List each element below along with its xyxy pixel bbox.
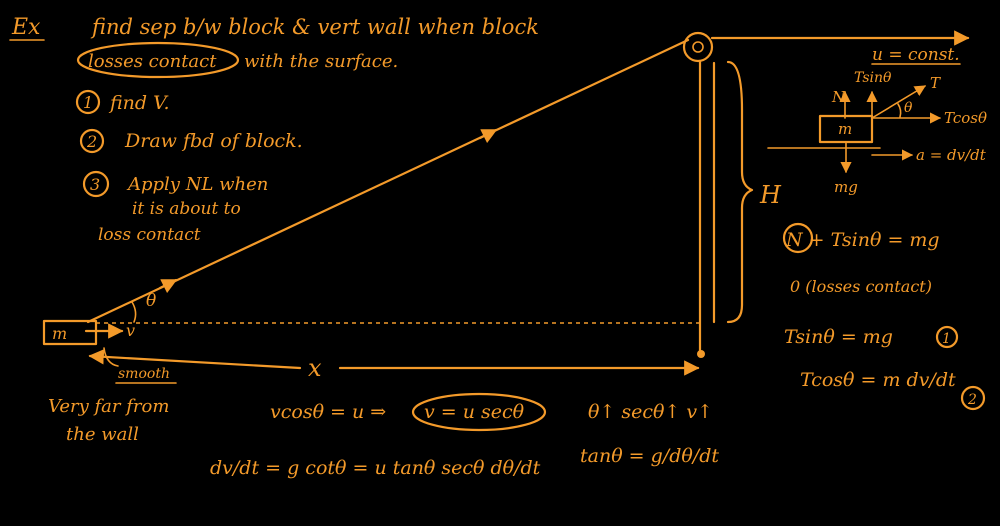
step-3-cont-2: loss contact (98, 225, 201, 245)
step-3-num: 3 (90, 175, 100, 194)
step-1-circle (75, 89, 101, 115)
block-mass-label: m (52, 324, 67, 343)
smooth-label: smooth (118, 366, 170, 382)
eq-tan: tanθ = g/dθ/dt (580, 445, 719, 467)
eq-dvdt: dv/dt = g cotθ = u tanθ secθ dθ/dt (210, 457, 541, 479)
u-const-label: u = const. (872, 45, 960, 65)
eq-vcos: vcosθ = u ⇒ (270, 401, 386, 423)
fbd-mg-label: mg (834, 178, 858, 196)
v-result-circle (411, 392, 547, 432)
fbd-tcos-label: Tcosθ (944, 109, 987, 127)
fbd-mass-label: m (838, 120, 852, 138)
velocity-label: v (126, 321, 135, 340)
eq-1-tag: 1 (942, 331, 951, 347)
step-1-text: find V. (108, 92, 170, 114)
eq-1-tag-circle (935, 325, 959, 349)
fbd-tension-arrow (871, 85, 926, 119)
smooth-pointer (103, 347, 119, 367)
angle-arc (131, 301, 137, 323)
eq-increase: θ↑ secθ↑ v↑ (588, 401, 713, 423)
step-2-num: 2 (86, 132, 97, 151)
eq-2: Tcosθ = m dv/dt (800, 369, 956, 391)
n-highlight-circle (782, 222, 814, 254)
fbd-theta-label: θ (904, 100, 913, 116)
x-label: x (308, 354, 322, 382)
example-prefix: Ex (11, 15, 41, 40)
eq-n-balance: N + Tsinθ = mg (785, 229, 940, 251)
step-3-cont-1: it is about to (132, 199, 241, 219)
eq-2-tag: 2 (967, 392, 977, 408)
pulley-axle (692, 41, 704, 53)
eq-v-result: v = u secθ (424, 401, 525, 423)
rope-arrow-lower (158, 278, 178, 294)
angle-label: θ (146, 291, 156, 311)
rope (86, 38, 690, 324)
step-3-circle (82, 170, 110, 198)
fbd-accel-label: a = dv/dt (916, 146, 987, 164)
step-1-num: 1 (83, 93, 93, 112)
x-arrow-left (88, 349, 302, 370)
step-3-text: Apply NL when (126, 174, 268, 195)
fbd-tsin-label: Tsinθ (854, 70, 892, 86)
eq-2-tag-circle (960, 385, 986, 411)
step-2-circle (79, 128, 105, 154)
wall-base-dot (697, 350, 705, 358)
step-2-text: Draw fbd of block. (124, 130, 303, 152)
height-brace (726, 60, 754, 324)
title-line-2: with the surface. (244, 51, 398, 72)
eq-1: Tsinθ = mg (784, 326, 893, 348)
height-label: H (759, 181, 782, 209)
far-note-2: the wall (66, 424, 139, 445)
fbd-n-label: N (831, 88, 846, 106)
title-line-1: find sep b/w block & vert wall when bloc… (90, 15, 539, 39)
pulley (682, 31, 714, 63)
zero-note: 0 (losses contact) (790, 277, 932, 296)
far-note-1: Very far from (48, 396, 169, 417)
losses-contact-circle (76, 41, 240, 79)
fbd-angle-arc (897, 103, 902, 118)
block (42, 319, 98, 346)
title-circled-text: losses contact (88, 51, 217, 72)
fbd-t-label: T (930, 74, 941, 92)
rope-arrow-upper (478, 128, 498, 144)
